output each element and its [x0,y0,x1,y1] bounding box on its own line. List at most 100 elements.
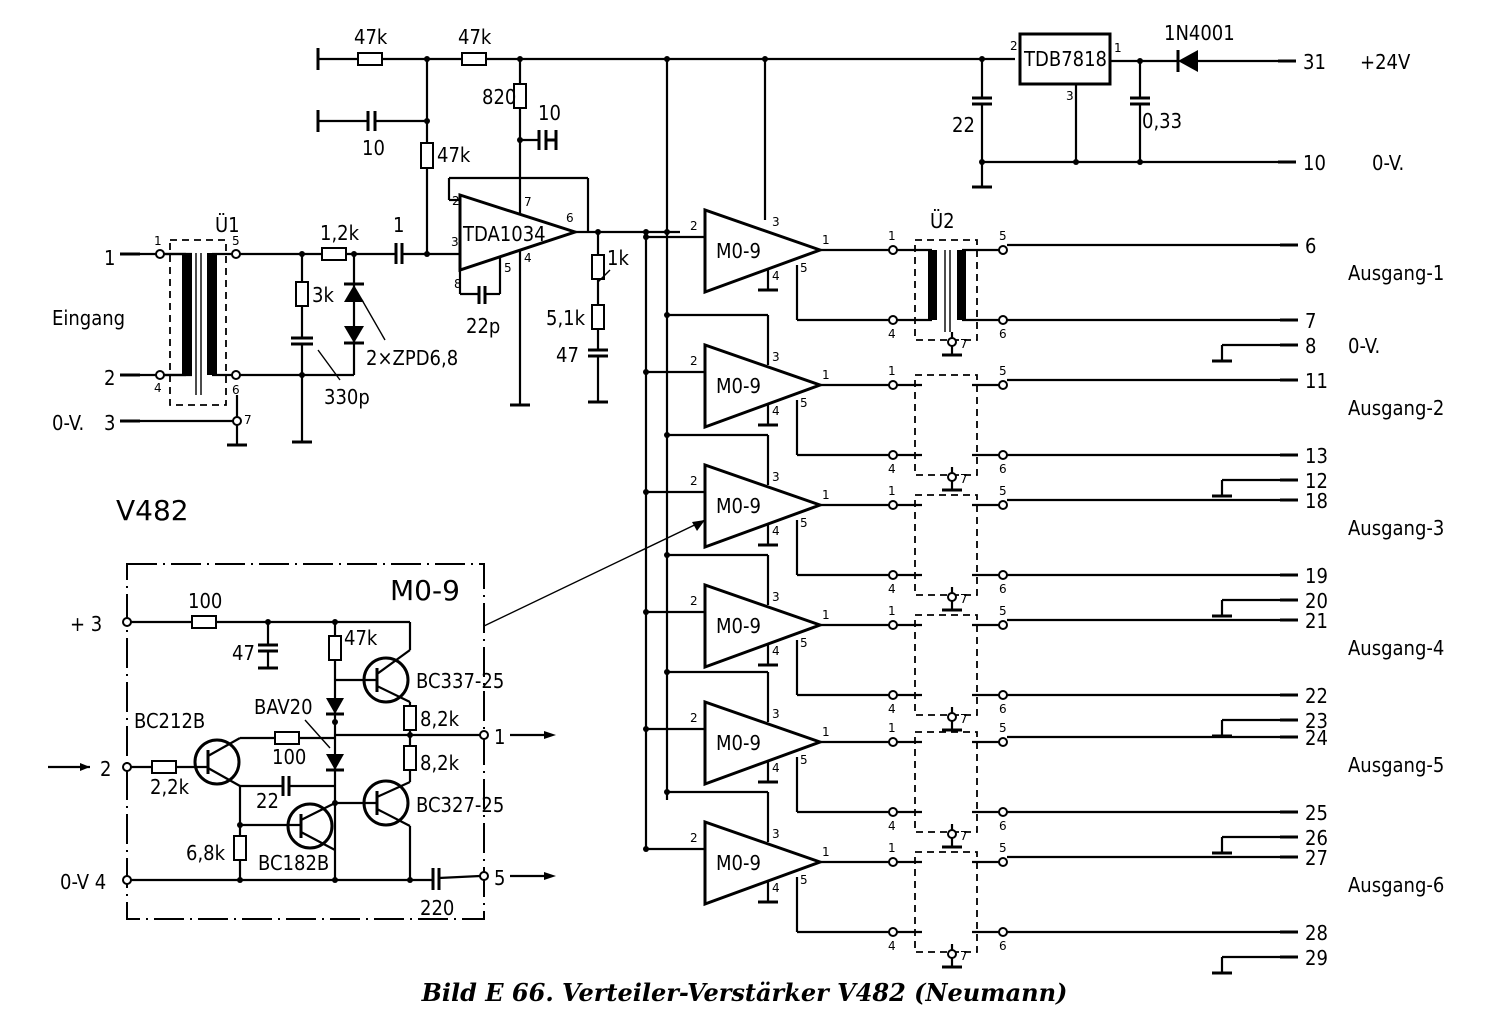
output-terminal-hot[interactable]: 18 [1305,489,1328,513]
junction [643,726,649,732]
xfmr-pin-1: 1 [888,484,896,498]
xfmr-pin-5: 5 [999,364,1007,378]
junction [664,669,670,675]
terminal [947,472,957,482]
terminal [888,315,898,325]
xfmr-pin-4: 4 [888,819,896,833]
terminal [888,450,898,460]
amp-pin-1: 1 [822,725,830,739]
junction [643,489,649,495]
xfmr-pin-5: 5 [999,721,1007,735]
xfmr-pin-1: 1 [888,229,896,243]
amp-pin-2: 2 [690,711,698,725]
figure-caption: Bild E 66. Verteiler-Verstärker V482 (Ne… [421,978,1068,1007]
xfmr-pin-6: 6 [999,819,1007,833]
output-label: Ausgang-4 [1348,636,1444,660]
terminal [888,690,898,700]
c-bias-label: 10 [362,136,385,160]
amp-pin-3: 3 [772,590,780,604]
output-terminal-gnd[interactable]: 12 [1305,469,1328,493]
pot-1k-label: 1k [607,246,629,270]
xfmr-pin-1: 1 [888,604,896,618]
terminal [998,927,1008,937]
amp-label: M0-9 [716,239,761,263]
zero-label: 0-V. [1372,151,1404,175]
module-name: M0-9 [390,574,460,607]
u1-pin-1: 1 [154,234,162,248]
terminal [947,949,957,959]
device-title: V482 [116,494,189,527]
junction [643,846,649,852]
opamp-pin-5: 5 [504,261,512,275]
output-terminal-gnd[interactable]: 8 [1305,334,1316,358]
terminal [998,450,1008,460]
transformer-shield [914,239,978,341]
input-terminal-3[interactable]: 3 [104,411,115,435]
transformer-shield [914,374,978,476]
xfmr-pin-7: 7 [960,337,968,351]
amp-pin-5: 5 [800,396,808,410]
output-terminal-cold[interactable]: 19 [1305,564,1328,588]
output-terminal-cold[interactable]: 28 [1305,921,1328,945]
output-terminal-hot[interactable]: 24 [1305,726,1328,750]
output-terminal-hot[interactable]: 27 [1305,846,1328,870]
output-terminal-cold[interactable]: 25 [1305,801,1328,825]
junction [664,432,670,438]
regulator-pin-1: 1 [1114,41,1122,55]
xfmr-pin-4: 4 [888,939,896,953]
xfmr-pin-4: 4 [888,582,896,596]
output-terminal-gnd[interactable]: 29 [1305,946,1328,970]
output-terminal-hot[interactable]: 6 [1305,234,1316,258]
amp-m0-9 [703,699,825,787]
zero-terminal[interactable]: 10 [1303,151,1326,175]
terminal [998,737,1008,747]
module-r6k8: 6,8k [186,841,226,865]
amp-pin-1: 1 [822,608,830,622]
xfmr-pin-7: 7 [960,472,968,486]
junction [664,552,670,558]
output-terminal-gnd[interactable]: 26 [1305,826,1328,850]
output-label: Ausgang-5 [1348,753,1444,777]
module-c22: 22 [256,789,279,813]
input-terminal-1[interactable]: 1 [104,246,115,270]
xfmr-pin-5: 5 [999,841,1007,855]
input-terminal-2[interactable]: 2 [104,366,115,390]
supply-diode-label: 1N4001 [1164,21,1235,45]
amp-label: M0-9 [716,614,761,638]
module-pin-plus3: + 3 [70,612,102,636]
plus-terminal[interactable]: 31 [1303,50,1326,74]
amp-label: M0-9 [716,494,761,518]
output-terminal-cold[interactable]: 13 [1305,444,1328,468]
xfmr-pin-6: 6 [999,582,1007,596]
amp-pin-4: 4 [772,881,780,895]
module-pin-1: 1 [494,725,505,749]
output-terminal-gnd[interactable]: 20 [1305,589,1328,613]
amp-pin-4: 4 [772,761,780,775]
regulator-pin-2: 2 [1010,39,1018,53]
amp-pin-1: 1 [822,845,830,859]
output-terminal-hot[interactable]: 11 [1305,369,1328,393]
output-terminal-cold[interactable]: 22 [1305,684,1328,708]
amp-pin-5: 5 [800,873,808,887]
r-in-label: 1,2k [320,221,360,245]
module-q2: BC327-25 [416,793,504,817]
module-q-in: BC212B [134,709,205,733]
xfmr-pin-6: 6 [999,327,1007,341]
c-033-label: 0,33 [1142,109,1182,133]
amp-m0-9 [703,582,825,670]
u1-pin-7: 7 [244,413,252,427]
output-terminal-hot[interactable]: 21 [1305,609,1328,633]
r-top1-label: 47k [354,25,388,49]
xfmr-pin-7: 7 [960,829,968,843]
zener-label: 2×ZPD6,8 [366,346,458,370]
amp-pin-2: 2 [690,474,698,488]
c-820-label: 10 [538,101,561,125]
output-terminal-cold[interactable]: 7 [1305,309,1316,333]
terminal [998,500,1008,510]
output-terminal-gnd[interactable]: 23 [1305,709,1328,733]
terminal [998,690,1008,700]
regulator-name: TDB7818 [1023,47,1107,71]
